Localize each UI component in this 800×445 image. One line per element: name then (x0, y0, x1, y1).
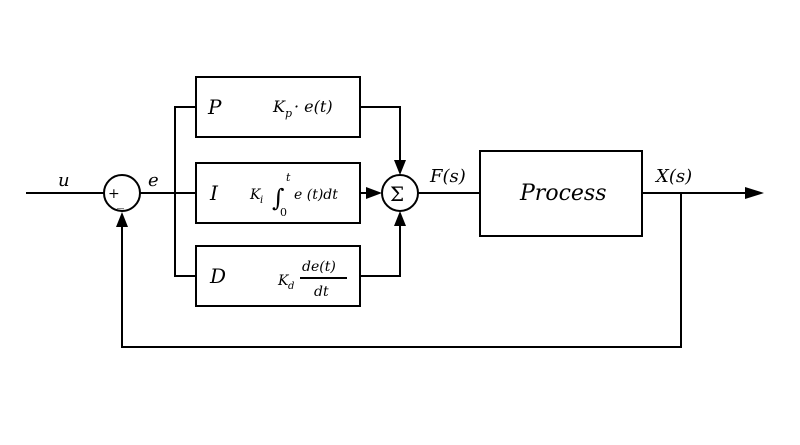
integral-sign: ∫ (272, 184, 285, 212)
d-block (195, 245, 361, 307)
d-output-line (360, 226, 401, 277)
d-block-name: D (209, 264, 226, 288)
d-arrow-head (394, 211, 406, 226)
d-gain: K (277, 273, 290, 289)
output-arrow-head (745, 187, 764, 199)
branch-lines (174, 106, 196, 277)
i-arrow-head (366, 187, 382, 199)
i-block-name: I (209, 181, 219, 205)
p-block-name: P (207, 95, 222, 119)
process-label: Process (519, 181, 607, 206)
i-block (195, 162, 361, 224)
d-numerator: de(t) (302, 259, 336, 275)
integral-lower: 0 (280, 206, 287, 219)
process-block (479, 150, 643, 237)
sigma-symbol: Σ (390, 182, 404, 206)
input-label: u (58, 170, 70, 191)
plus-sign: + (108, 186, 120, 202)
d-denominator: dt (314, 284, 329, 300)
minus-sign: _ (117, 194, 124, 210)
p-gain-sub: p (285, 107, 292, 120)
d-gain-sub: d (288, 281, 294, 292)
feedback-line (121, 193, 682, 348)
error-label: e (148, 170, 159, 191)
control-label: F(s) (429, 166, 466, 187)
i-gain: K (249, 187, 262, 203)
i-expression: e (t)dt (294, 187, 338, 203)
p-arrow-head (394, 160, 406, 175)
feedback-arrow-head (116, 212, 128, 227)
i-gain-sub: i (260, 195, 263, 206)
p-output-line (360, 106, 401, 160)
p-gain: K (272, 97, 286, 116)
output-label: X(s) (654, 166, 692, 187)
integral-upper: t (286, 171, 291, 184)
p-expression: · e(t) (294, 97, 333, 116)
p-block (195, 76, 361, 138)
